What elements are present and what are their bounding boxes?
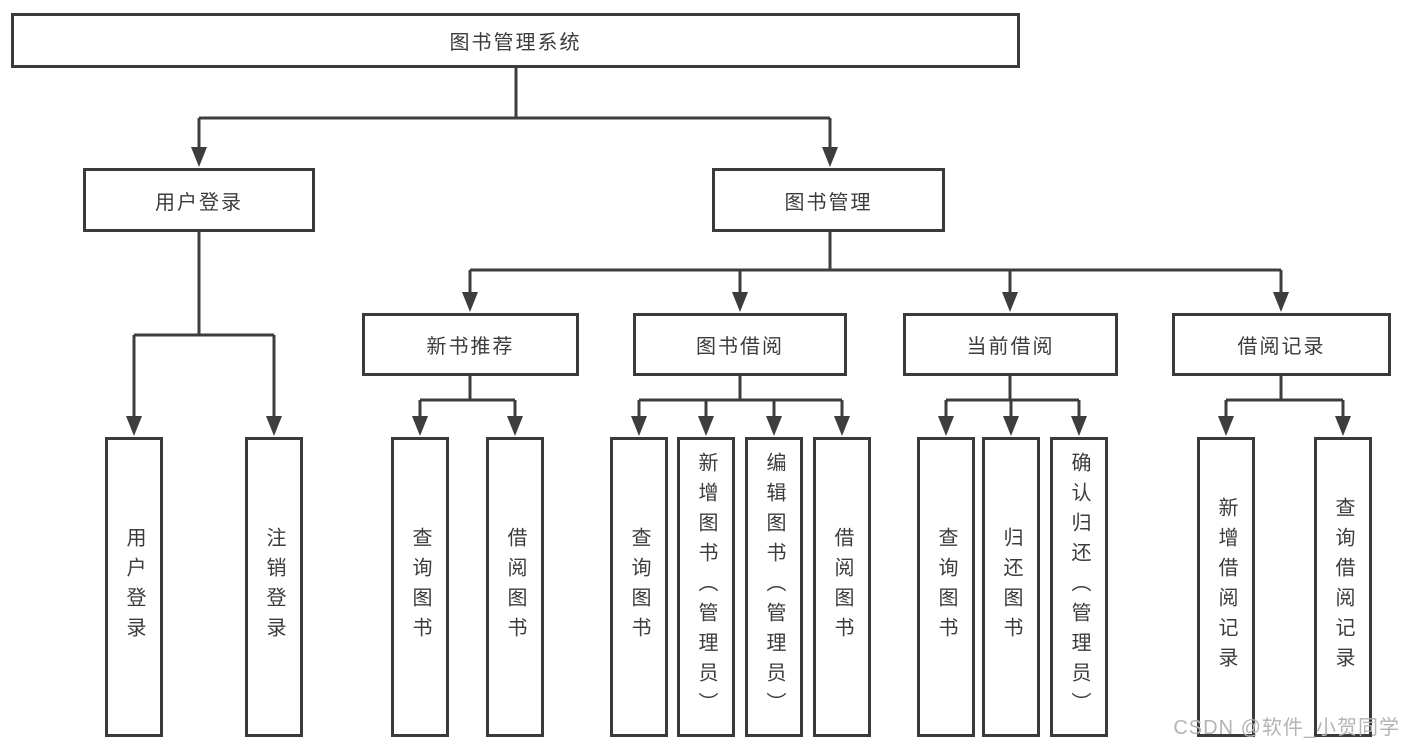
arrowhead (266, 416, 282, 436)
node-current-borrowing: 当前借阅 (903, 313, 1118, 376)
arrowhead (766, 416, 782, 436)
arrowhead (412, 416, 428, 436)
connector-book-borrow-to-leaves (637, 376, 844, 416)
connector-user-login-to-leaves (132, 232, 276, 416)
leaf-query-books-2: 查询图书 (610, 437, 668, 737)
leaf-query-books-1: 查询图书 (391, 437, 449, 737)
arrowheads (126, 147, 1351, 436)
csdn-watermark: CSDN @软件_小贺同学 (1173, 717, 1400, 739)
leaf-borrow-books-2: 借阅图书 (813, 437, 871, 737)
leaf-edit-book-admin: 编辑图书（管理员） (745, 437, 803, 737)
node-new-book-recommendation: 新书推荐 (362, 313, 579, 376)
leaf-query-books-3: 查询图书 (917, 437, 975, 737)
connector-borrow-records-to-leaves (1224, 376, 1345, 416)
arrowhead (732, 292, 748, 312)
arrowhead (1003, 416, 1019, 436)
arrowhead (631, 416, 647, 436)
node-borrowing-records: 借阅记录 (1172, 313, 1391, 376)
leaf-borrow-books-1: 借阅图书 (486, 437, 544, 737)
arrowhead (1218, 416, 1234, 436)
connector-root-to-level2 (197, 68, 832, 147)
node-book-borrowing: 图书借阅 (633, 313, 847, 376)
arrowhead (822, 147, 838, 167)
leaf-logout: 注销登录 (245, 437, 303, 737)
node-book-management-system: 图书管理系统 (11, 13, 1020, 68)
node-book-management: 图书管理 (712, 168, 945, 232)
arrowhead (698, 416, 714, 436)
connector-current-borrow-to-leaves (944, 376, 1081, 416)
leaf-user-login: 用户登录 (105, 437, 163, 737)
arrowhead (462, 292, 478, 312)
arrowhead (191, 147, 207, 167)
arrowhead (834, 416, 850, 436)
leaf-confirm-return-admin: 确认归还（管理员） (1050, 437, 1108, 737)
connector-new-book-rec-to-leaves (418, 376, 517, 416)
node-user-login: 用户登录 (83, 168, 315, 232)
arrowhead (938, 416, 954, 436)
arrowhead (507, 416, 523, 436)
leaf-add-book-admin: 新增图书（管理员） (677, 437, 735, 737)
leaf-query-borrow-record: 查询借阅记录 (1314, 437, 1372, 737)
arrowhead (126, 416, 142, 436)
connector-book-management-to-level3 (468, 232, 1283, 292)
arrowhead (1002, 292, 1018, 312)
leaf-add-borrow-record: 新增借阅记录 (1197, 437, 1255, 737)
arrowhead (1071, 416, 1087, 436)
arrowhead (1273, 292, 1289, 312)
arrowhead (1335, 416, 1351, 436)
leaf-return-book: 归还图书 (982, 437, 1040, 737)
